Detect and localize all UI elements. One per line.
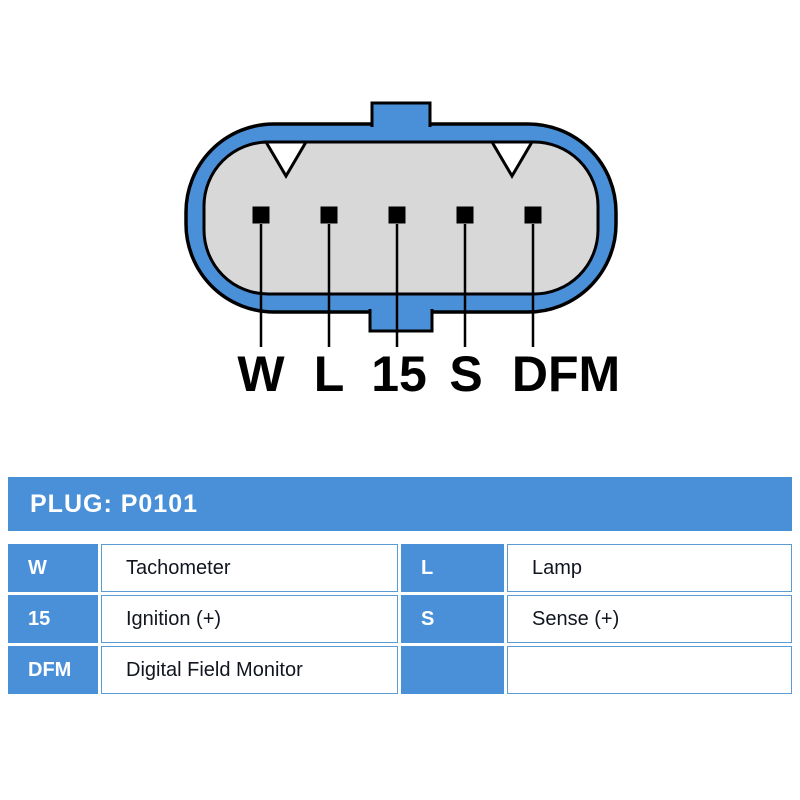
pin-square-1 xyxy=(252,206,270,224)
pin-square-2 xyxy=(320,206,338,224)
pin-square-5 xyxy=(524,206,542,224)
pin-label-w: W xyxy=(237,346,285,402)
pin-key-cell: W xyxy=(8,544,98,592)
pin-desc-cell: Lamp xyxy=(507,544,792,592)
connector-diagram: W L 15 S DFM xyxy=(184,101,620,402)
pin-desc-cell: Digital Field Monitor xyxy=(101,646,398,694)
pin-key-cell: S xyxy=(401,595,504,643)
connector-bottom-tab xyxy=(368,309,434,333)
pin-label-dfm: DFM xyxy=(512,346,620,402)
pin-label-l: L xyxy=(314,346,345,402)
pin-label-15: 15 xyxy=(371,346,427,402)
keying-notch-left xyxy=(263,140,309,179)
pin-desc-cell: Tachometer xyxy=(101,544,398,592)
plug-table: PLUG: P0101 W Tachometer L Lamp 15 Ignit… xyxy=(8,477,792,694)
plug-table-header: PLUG: P0101 xyxy=(8,477,792,531)
connector-top-tab xyxy=(370,101,432,127)
pin-desc-cell: Ignition (+) xyxy=(101,595,398,643)
pin-key-cell: DFM xyxy=(8,646,98,694)
pin-square-3 xyxy=(388,206,406,224)
pin-key-cell-empty xyxy=(401,646,504,694)
pin-square-4 xyxy=(456,206,474,224)
pin-label-s: S xyxy=(449,346,482,402)
connector-svg: W L 15 S DFM xyxy=(184,101,620,402)
pin-key-cell: 15 xyxy=(8,595,98,643)
pin-desc-cell-empty xyxy=(507,646,792,694)
plug-table-grid: W Tachometer L Lamp 15 Ignition (+) S Se… xyxy=(8,544,792,694)
pin-desc-cell: Sense (+) xyxy=(507,595,792,643)
pin-key-cell: L xyxy=(401,544,504,592)
keying-notch-right xyxy=(489,140,535,179)
